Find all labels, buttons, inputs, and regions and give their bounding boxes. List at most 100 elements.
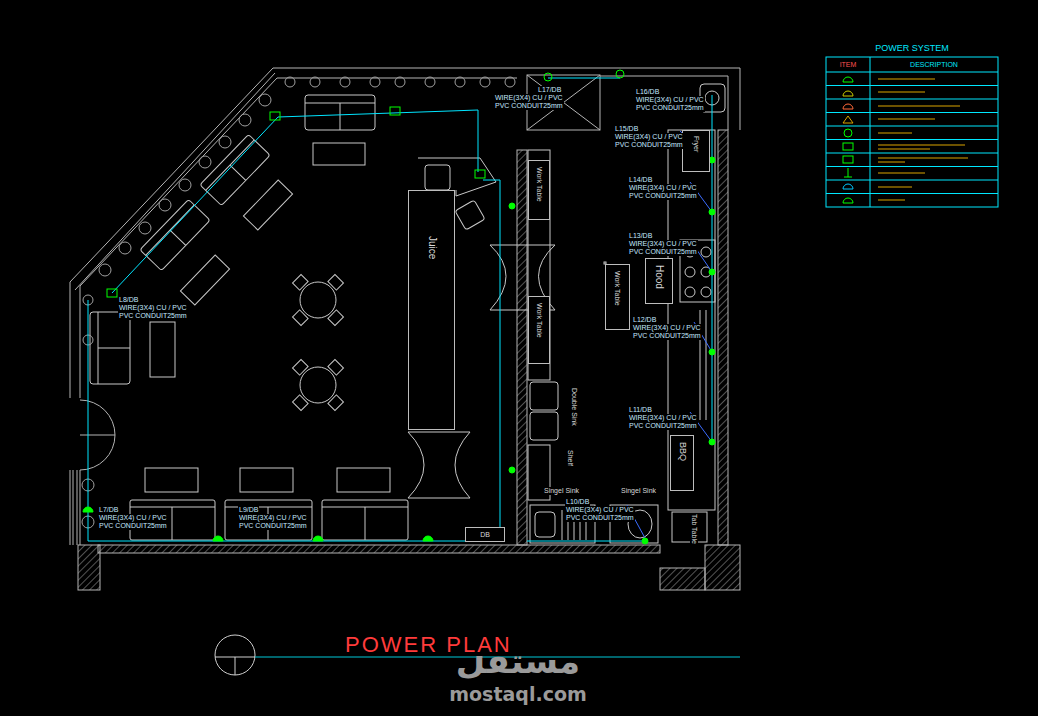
plan-shape-part — [180, 255, 229, 305]
walls — [70, 68, 740, 590]
outlet-symbols-part — [213, 536, 223, 541]
plan-shape — [243, 180, 292, 230]
circuit-label: WIRE(3X4) CU / PVC — [118, 304, 188, 312]
circuit-label: L11/DB — [628, 406, 653, 414]
legend-symbols-part — [843, 198, 853, 203]
circuit-label: L10/DB — [565, 498, 590, 506]
circuit-label: PVC CONDUIT25mm — [628, 248, 698, 256]
circuit-label: WIRE(3X4) CU / PVC — [494, 94, 564, 102]
equipment-label: Double Sink — [570, 388, 578, 426]
counter-box: Fryer — [682, 130, 710, 172]
plan-shape-part — [293, 310, 309, 326]
circuit-label: PVC CONDUIT25mm — [628, 422, 698, 430]
furniture-part — [322, 500, 408, 540]
furniture-part — [305, 95, 375, 130]
legend-symbols-part — [844, 129, 852, 137]
furniture-part — [300, 282, 336, 318]
kitchen-equipment-part — [701, 287, 711, 297]
circuit-label: WIRE(3X4) CU / PVC — [628, 184, 698, 192]
circuit-label: PVC CONDUIT25mm — [494, 102, 564, 110]
kitchen-equipment-part — [530, 412, 558, 440]
legend-symbols-part — [843, 184, 853, 189]
circuit-label: WIRE(3X4) CU / PVC — [238, 514, 308, 522]
plants-part — [139, 222, 151, 234]
plan-shape-part — [293, 275, 309, 291]
legend-table-part — [826, 86, 998, 194]
circuit-label: WIRE(3X4) CU / PVC — [614, 133, 684, 141]
walls-part — [600, 76, 728, 130]
plan-shape-part — [455, 200, 485, 230]
plan-shape — [276, 258, 361, 343]
outlet-symbols-part — [642, 538, 648, 544]
power-wires-part — [527, 541, 645, 542]
kitchen-equipment-part — [528, 150, 550, 380]
counter-box: BBQ — [670, 435, 694, 491]
walls-part — [80, 78, 517, 545]
kitchen-equipment — [528, 84, 725, 543]
legend-heading: POWER SYSTEM — [875, 44, 949, 54]
outlet-symbols-part — [270, 112, 280, 120]
plants-part — [119, 242, 131, 254]
equipment-label: Work Table — [536, 303, 543, 338]
plants-part — [480, 77, 490, 87]
outlet-symbols-part — [509, 203, 515, 209]
equipment-label: Work Table — [536, 167, 543, 202]
circuit-label: PVC CONDUIT25mm — [628, 192, 698, 200]
outlet-symbols-part — [423, 536, 433, 541]
circuit-label: PVC CONDUIT25mm — [118, 312, 188, 320]
circuit-label: PVC CONDUIT25mm — [614, 141, 684, 149]
furniture-part — [225, 500, 312, 540]
equipment-label: Shelf — [566, 450, 574, 466]
plants-part — [179, 179, 191, 191]
plan-shape-part — [293, 395, 309, 411]
equipment-label: DB — [480, 531, 490, 538]
walls-part — [73, 470, 77, 545]
legend-symbols-part — [843, 116, 853, 123]
watermark: mostaql.com — [449, 684, 587, 705]
plan-shape — [180, 255, 229, 305]
circuit-label: PVC CONDUIT25mm — [238, 522, 308, 530]
equipment-label: BBQ — [678, 442, 687, 461]
circuit-label: PVC CONDUIT25mm — [565, 514, 635, 522]
equipment-label: Tab Table — [690, 514, 698, 544]
legend-table — [826, 57, 998, 207]
kitchen-equipment-part — [535, 512, 555, 537]
circuit-label: L16/DB — [635, 88, 660, 96]
circuit-label: L15/DB — [614, 125, 639, 133]
legend-symbols-part — [843, 143, 853, 150]
circuit-label: L14/DB — [628, 176, 653, 184]
plan-shape — [276, 343, 361, 428]
kitchen-equipment-part — [685, 287, 695, 297]
legend-descriptions — [878, 79, 968, 200]
walls-part — [78, 545, 100, 590]
outlet-symbols-part — [616, 70, 624, 78]
plants-part — [310, 77, 320, 87]
counter-box: Hood — [645, 258, 673, 304]
plants-part — [370, 77, 380, 87]
legend-symbols-part — [844, 168, 852, 177]
legend-symbols-part — [843, 77, 853, 82]
power-wires-part — [483, 180, 500, 541]
furniture-part — [145, 468, 198, 492]
plants-part — [159, 199, 171, 211]
plan-shape — [455, 200, 485, 230]
outlet-symbols-part — [709, 439, 715, 445]
circuit-label: L9/DB — [238, 506, 259, 514]
plants-part — [99, 264, 111, 276]
furniture-part — [300, 367, 336, 403]
walls-part — [718, 130, 728, 545]
legend-heading: DESCRIPTION — [910, 61, 958, 69]
circuit-label: L8/DB — [118, 296, 139, 304]
kitchen-equipment-part — [685, 267, 695, 277]
plants-part — [395, 77, 405, 87]
outlet-symbols-part — [544, 73, 552, 81]
plants-part — [219, 136, 231, 148]
legend-table-part — [826, 57, 998, 207]
outlet-symbols-part — [107, 289, 117, 297]
furniture — [90, 95, 555, 540]
furniture-part — [150, 322, 175, 377]
outlet-symbols-part — [709, 209, 715, 215]
title-marker-part — [215, 657, 255, 675]
plan-shape-part — [140, 199, 210, 270]
legend-symbols-part — [843, 91, 853, 96]
